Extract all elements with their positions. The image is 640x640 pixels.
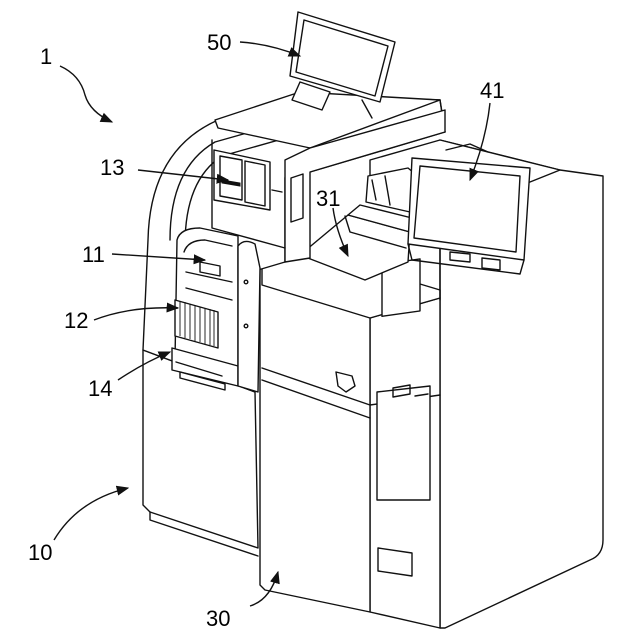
lower-slot <box>378 548 412 576</box>
label-14: 14 <box>88 376 112 401</box>
label-50: 50 <box>207 30 231 55</box>
label-13: 13 <box>100 155 124 180</box>
label-30: 30 <box>206 606 230 631</box>
label-1: 1 <box>40 44 52 69</box>
label-41: 41 <box>480 78 504 103</box>
label-11: 11 <box>82 242 105 267</box>
label-12: 12 <box>64 308 88 333</box>
label-10: 10 <box>28 540 52 565</box>
label-31: 31 <box>316 186 340 211</box>
